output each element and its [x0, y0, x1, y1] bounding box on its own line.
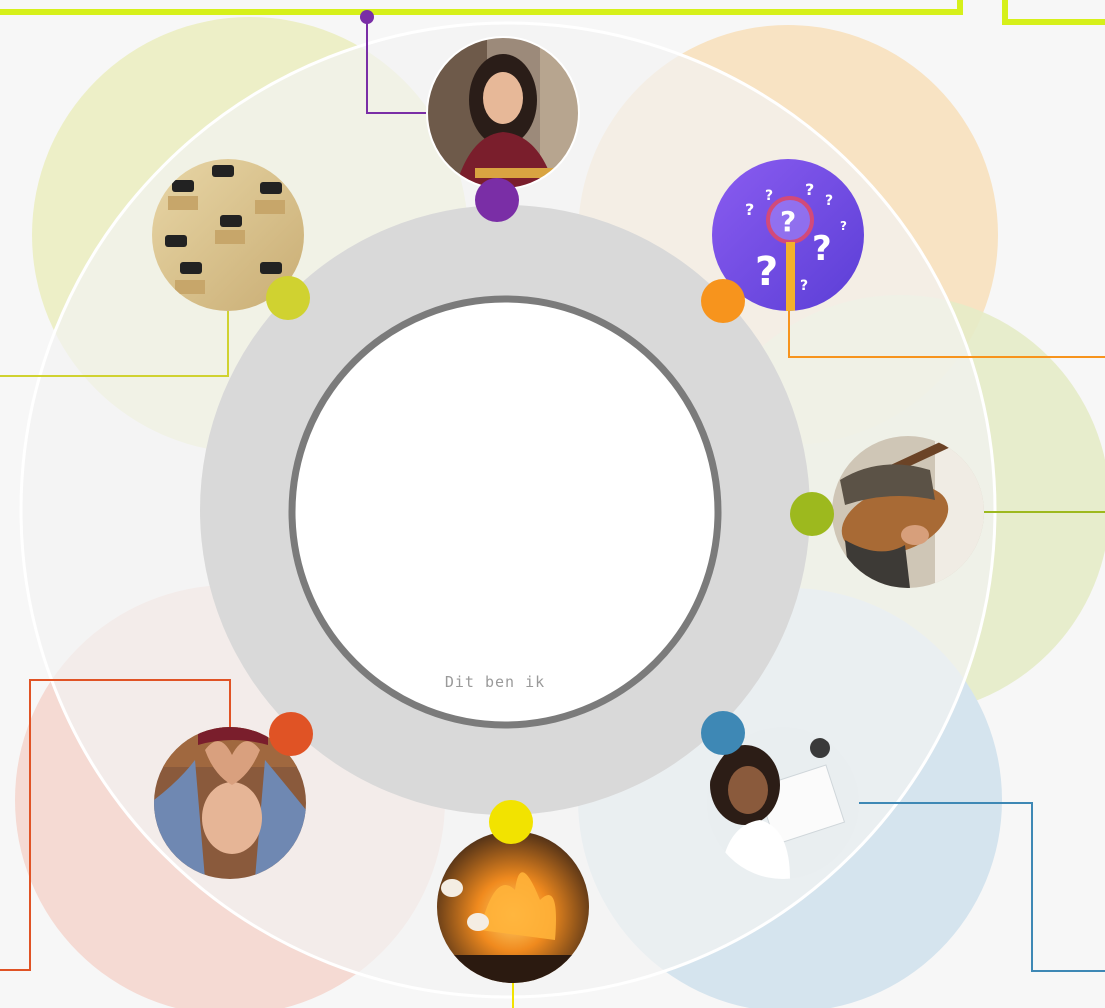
top-frame-line: [0, 0, 963, 15]
center-circle: [288, 295, 722, 729]
svg-text:?: ?: [765, 188, 773, 204]
svg-text:?: ?: [840, 219, 847, 233]
magnifier-question-marks-photo: ?? ?? ?? ?? ?: [712, 159, 864, 311]
dot-purple: [475, 178, 519, 222]
connector-end-dot: [360, 10, 374, 24]
connector-blue: [859, 802, 1105, 972]
connector-orange: [788, 311, 1105, 358]
svg-text:?: ?: [780, 205, 796, 238]
connector-purple: [366, 17, 427, 114]
svg-text:?: ?: [825, 193, 833, 209]
top-right-frame-line: [1002, 0, 1105, 25]
svg-text:?: ?: [800, 278, 808, 294]
dot-olive: [266, 276, 310, 320]
dot-green: [790, 492, 834, 536]
connector-lines: [0, 17, 1105, 1008]
dot-orange: [701, 279, 745, 323]
svg-text:?: ?: [745, 200, 754, 219]
dot-yellow: [489, 800, 533, 844]
svg-text:?: ?: [812, 229, 832, 269]
guitar-player-photo: [832, 436, 984, 588]
svg-text:?: ?: [805, 180, 814, 199]
dot-blue: [701, 711, 745, 755]
campfire-marshmallow-photo: [437, 831, 589, 983]
connector-red: [0, 679, 231, 971]
svg-text:?: ?: [755, 249, 778, 295]
center-label: Dit ben ik: [444, 673, 546, 691]
color-dots: [266, 178, 834, 844]
connector-olive: [0, 311, 229, 377]
dot-red: [269, 712, 313, 756]
